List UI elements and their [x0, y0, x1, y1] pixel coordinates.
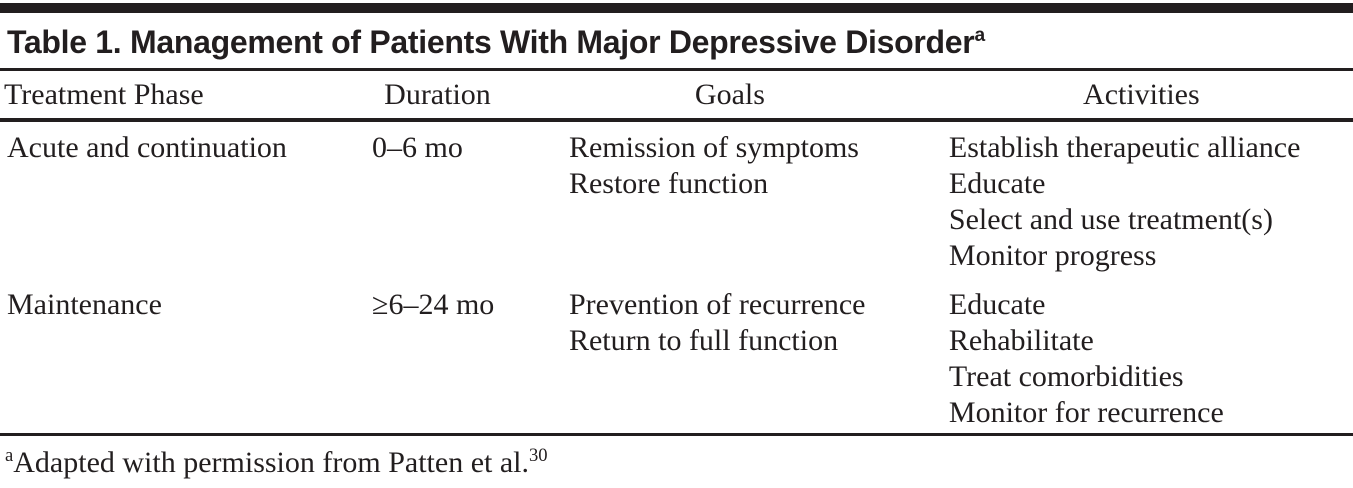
cell-line: Treat comorbidities	[948, 360, 1184, 393]
cell-line: Remission of symptoms	[568, 131, 859, 164]
cell-line: Educate	[948, 288, 1046, 321]
column-header-treatment-phase: Treatment Phase	[4, 78, 204, 111]
table-header-row: Treatment Phase Duration Goals Activitie…	[0, 71, 1353, 122]
table-row: Acute and continuation 0–6 mo Remission …	[0, 122, 1353, 274]
table-top-rule	[0, 3, 1353, 13]
cell-line: Acute and continuation	[7, 131, 287, 164]
cell-activities: Educate Rehabilitate Treat comorbidities…	[930, 287, 1353, 431]
cell-line: Educate	[948, 167, 1046, 200]
cell-line: Select and use treatment(s)	[948, 203, 1273, 236]
table-title-text: Table 1. Management of Patients With Maj…	[7, 24, 975, 60]
cell-line: Monitor progress	[948, 239, 1157, 272]
cell-line: Maintenance	[7, 288, 162, 321]
cell-activities: Establish therapeutic alliance Educate S…	[930, 130, 1353, 274]
cell-treatment-phase: Maintenance	[0, 287, 345, 431]
column-header-duration: Duration	[384, 78, 491, 111]
cell-line: Return to full function	[568, 324, 839, 357]
cell-line: Restore function	[568, 167, 769, 200]
table-footnote: aAdapted with permission from Patten et …	[0, 436, 1353, 488]
cell-line: Prevention of recurrence	[568, 288, 866, 321]
table-title: Table 1. Management of Patients With Maj…	[0, 13, 1353, 71]
footnote-reference-number: 30	[529, 445, 548, 466]
cell-line: Rehabilitate	[948, 324, 1094, 357]
table-body: Acute and continuation 0–6 mo Remission …	[0, 122, 1353, 436]
table-title-footnote-marker: a	[974, 25, 985, 46]
column-header-activities: Activities	[1083, 78, 1200, 111]
table-row: Maintenance ≥6–24 mo Prevention of recur…	[0, 274, 1353, 431]
cell-duration: ≥6–24 mo	[345, 287, 530, 431]
cell-line: Monitor for recurrence	[948, 396, 1224, 429]
cell-goals: Prevention of recurrence Return to full …	[530, 287, 930, 431]
cell-treatment-phase: Acute and continuation	[0, 130, 345, 274]
cell-duration: 0–6 mo	[345, 130, 530, 274]
footnote-marker: a	[5, 445, 14, 466]
cell-line: 0–6 mo	[372, 131, 463, 164]
cell-goals: Remission of symptoms Restore function	[530, 130, 930, 274]
cell-line: Establish therapeutic alliance	[948, 131, 1301, 164]
column-header-goals: Goals	[694, 78, 765, 111]
footnote-text: Adapted with permission from Patten et a…	[13, 446, 529, 479]
cell-line: ≥6–24 mo	[372, 288, 495, 321]
